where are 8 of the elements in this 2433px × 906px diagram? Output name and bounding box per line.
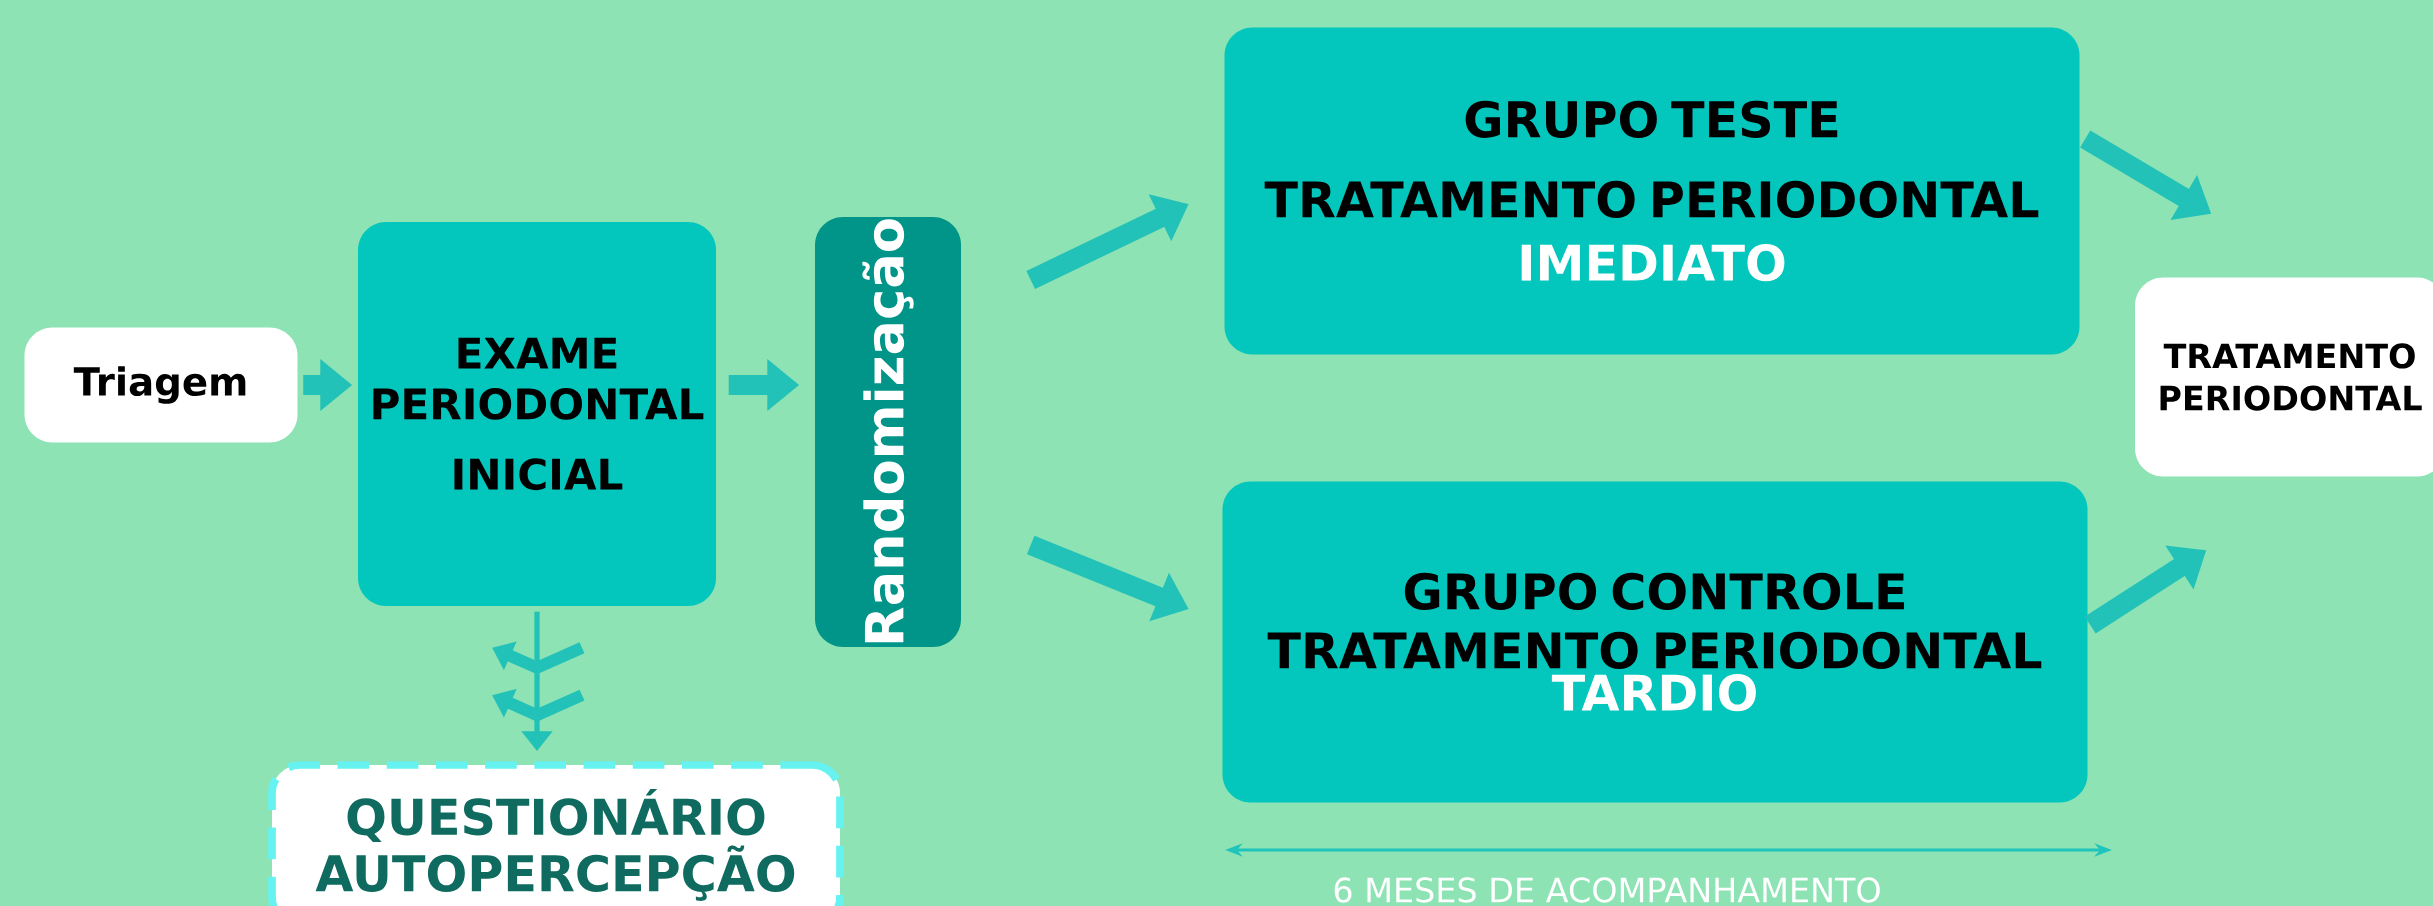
group-box: GRUPO TESTE TRATAMENTO PERIODONTAL IMEDIATO [1224,27,2080,355]
randomization-box: Randomização [815,217,961,647]
outcome-box: TRATAMENTO PERIODONTAL [2135,277,2433,477]
questionnaire-box: QUESTIONÁRIO AUTOPERCEPÇÃO [268,761,844,906]
group-box: GRUPO CONTROLE TRATAMENTO PERIODONTAL TARDIO [1222,481,2088,803]
process-box: Triagem [24,327,298,443]
dimension-label: 6 MESES DE ACOMPANHAMENTO [1334,877,1880,903]
process-box: EXAME PERIODONTAL INICIAL [358,222,716,606]
